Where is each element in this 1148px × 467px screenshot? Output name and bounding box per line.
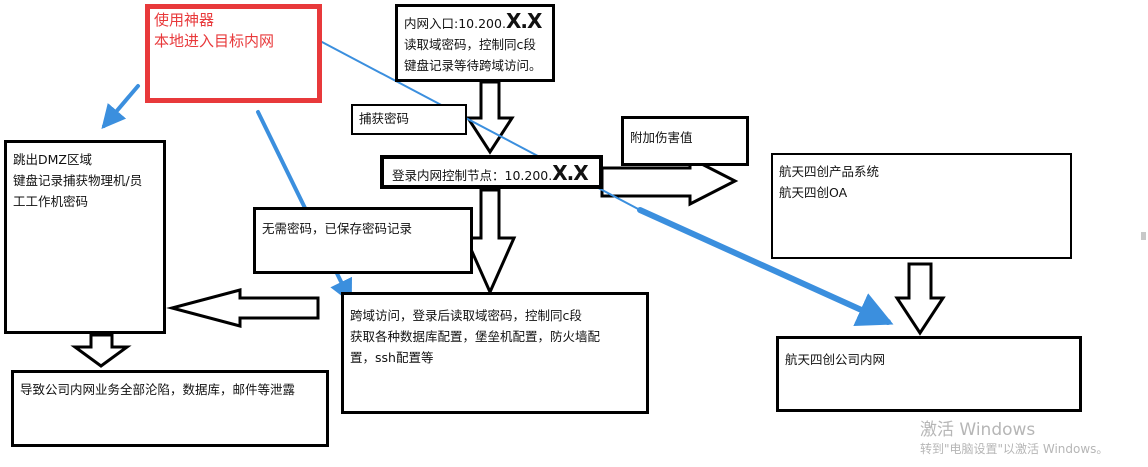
- consequence-label: 导致公司内网业务全部沦陷，数据库，邮件等泄露: [20, 382, 296, 397]
- control-node-label: 登录内网控制节点：10.200.X.X: [392, 160, 593, 189]
- intranet-entry-box: 内网入口:10.200.X.X 读取域密码，控制同c段 键盘记录等待跨域访问。: [395, 4, 555, 82]
- extra-damage-label: 附加伤害值: [630, 130, 693, 145]
- capture-password-label: 捕获密码: [359, 111, 410, 126]
- control-down-hollow-arrow: [463, 188, 517, 296]
- red-to-dmz-arrow: [101, 84, 140, 130]
- tool-note-line-2: 本地进入目标内网: [154, 32, 275, 50]
- capture-password-box: 捕获密码: [351, 104, 467, 135]
- dmz-line-3: 工工作机密码: [13, 194, 89, 209]
- control-node-box: 登录内网控制节点：10.200.X.X: [380, 155, 603, 189]
- product-system-line-2: 航天四创OA: [779, 185, 848, 200]
- intranet-entry-line-2: 读取域密码，控制同c段: [404, 37, 536, 52]
- dmz-line-1: 跳出DMZ区域: [13, 152, 92, 167]
- extra-damage-box: 附加伤害值: [621, 116, 749, 166]
- cross-domain-line-3: 置，ssh配置等: [350, 350, 434, 365]
- ip-mask: X.X: [505, 9, 542, 33]
- intranet-entry-line-1: 内网入口:10.200.X.X: [404, 11, 546, 34]
- consequence-box: 导致公司内网业务全部沦陷，数据库，邮件等泄露: [11, 370, 329, 447]
- dmz-line-2: 键盘记录捕获物理机/员: [13, 173, 143, 188]
- intranet-entry-ip-prefix: 内网入口:10.200.: [404, 16, 506, 31]
- cross-domain-line-2: 获取各种数据库配置，堡垒机配置，防火墙配: [350, 329, 601, 344]
- scrollbar-edge-mark: [1141, 232, 1146, 240]
- intranet-box: 航天四创公司内网: [776, 336, 1082, 412]
- dmz-box: 跳出DMZ区域 键盘记录捕获物理机/员 工工作机密码: [4, 140, 166, 334]
- dmz-down-hollow-arrow: [70, 333, 132, 368]
- entry-down-hollow-arrow: [465, 80, 515, 155]
- tool-note-box: 使用神器 本地进入目标内网: [145, 4, 322, 103]
- product-down-hollow-arrow: [894, 262, 946, 336]
- activation-watermark-title: 激活 Windows: [920, 420, 1036, 440]
- intranet-label: 航天四创公司内网: [785, 352, 886, 367]
- intranet-entry-line-3: 键盘记录等待跨域访问。: [404, 58, 542, 73]
- control-node-ip-prefix: 登录内网控制节点：10.200.: [392, 168, 553, 183]
- cross-domain-left-hollow-arrow: [166, 288, 320, 328]
- tool-note-line-1: 使用神器: [154, 11, 215, 29]
- control-right-hollow-arrow: [600, 155, 739, 207]
- activation-watermark-subtitle: 转到"电脑设置"以激活 Windows。: [920, 442, 1109, 456]
- product-system-line-1: 航天四创产品系统: [779, 164, 880, 179]
- red-to-intranet-arrow: [637, 207, 894, 327]
- cross-domain-line-1: 跨域访问，登录后读取域密码，控制同c段: [350, 308, 582, 323]
- product-system-box: 航天四创产品系统 航天四创OA: [771, 153, 1072, 259]
- ip-mask: X.X: [552, 161, 588, 185]
- cross-domain-box: 跨域访问，登录后读取域密码，控制同c段 获取各种数据库配置，堡垒机配置，防火墙配…: [341, 292, 649, 414]
- no-password-box: 无需密码，已保存密码记录: [253, 207, 473, 274]
- no-password-label: 无需密码，已保存密码记录: [262, 221, 413, 236]
